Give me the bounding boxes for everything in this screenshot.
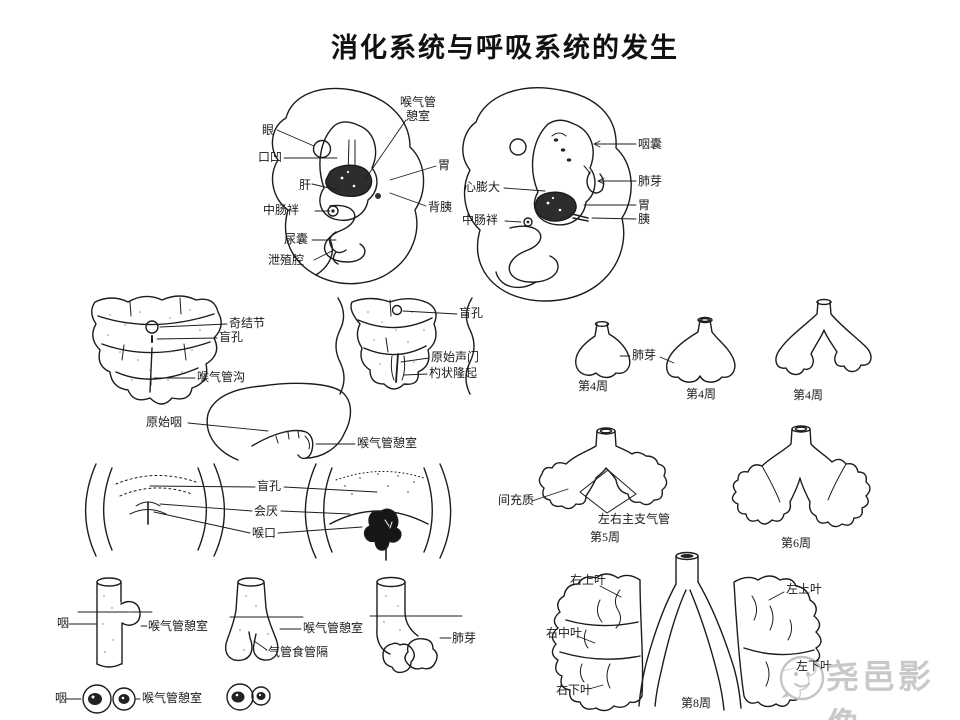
label-week4-c: 第4周 <box>793 388 824 402</box>
label-pharynx-tube1: 咽 <box>57 616 70 630</box>
label-midgut-loop-right: 中肠袢 <box>462 213 499 227</box>
label-right-upper-lobe: 右上叶 <box>570 573 607 587</box>
label-mesenchyme: 间充质 <box>498 493 535 507</box>
label-laryngeal-inlet: 喉口 <box>252 526 277 540</box>
label-week5: 第5周 <box>590 530 621 544</box>
label-lung-bud-tube3: 肺芽 <box>452 631 477 645</box>
embryo-left-drawing <box>272 88 436 283</box>
label-diverticulum-3: 喉气管憩室 <box>142 691 203 705</box>
label-cloaca: 泄殖腔 <box>268 253 305 267</box>
label-epiglottis: 会厌 <box>254 504 279 518</box>
tube-stages-drawing <box>66 578 462 714</box>
label-laryngotracheal-diverticulum-2: 憩室 <box>406 109 431 123</box>
label-stomach-right: 胃 <box>638 198 651 212</box>
label-pharynx-section: 咽 <box>55 691 68 705</box>
lung-stages-drawing <box>532 300 871 527</box>
label-foramen-cecum-c: 盲孔 <box>257 479 282 493</box>
label-right-lower-lobe: 右下叶 <box>556 683 593 697</box>
watermark-logo <box>781 657 823 699</box>
lung-lobes-drawing <box>552 553 821 711</box>
label-main-bronchi: 左右主支气管 <box>598 512 671 526</box>
label-stomodeum: 口凹 <box>258 150 283 164</box>
label-eye: 眼 <box>262 123 275 137</box>
label-stomach-left: 胃 <box>438 158 451 172</box>
larynx-sections-drawing <box>86 464 451 560</box>
label-week4-b: 第4周 <box>686 387 717 401</box>
label-laryngotracheal-groove: 喉气管沟 <box>197 370 246 384</box>
label-pancreas: 胰 <box>638 212 651 226</box>
label-primitive-pharynx: 原始咽 <box>146 415 183 429</box>
label-arytenoid-swelling: 杓状隆起 <box>429 366 478 380</box>
label-week4-a: 第4周 <box>578 379 609 393</box>
tongue-floor-drawing <box>92 296 227 404</box>
label-foramen-cecum-a: 盲孔 <box>219 330 244 344</box>
label-pharyngeal-pouch: 咽囊 <box>638 137 663 151</box>
glottis-view-drawing <box>336 298 474 394</box>
label-laryngotracheal-diverticulum-sac: 喉气管憩室 <box>357 436 418 450</box>
label-dorsal-pancreas: 背胰 <box>428 200 453 214</box>
label-heart-bulge: 心膨大 <box>464 180 501 194</box>
embryo-right-drawing <box>463 88 636 301</box>
label-allantois: 尿囊 <box>284 232 309 246</box>
label-week6: 第6周 <box>781 536 812 550</box>
pharynx-sac-drawing <box>188 383 355 460</box>
label-left-upper-lobe: 左上叶 <box>786 582 823 596</box>
label-liver: 肝 <box>299 178 312 192</box>
label-primitive-glottis: 原始声门 <box>431 350 480 364</box>
label-lung-bud-embryo: 肺芽 <box>638 174 663 188</box>
label-diverticulum-2: 喉气管憩室 <box>303 621 364 635</box>
label-left-lower-lobe: 左下叶 <box>796 659 833 673</box>
label-laryngotracheal-diverticulum-1: 喉气管 <box>400 95 437 109</box>
label-tracheoesophageal-septum: 气管食管隔 <box>268 645 329 659</box>
label-midgut-loop-left: 中肠袢 <box>263 203 300 217</box>
label-diverticulum-1: 喉气管憩室 <box>148 619 209 633</box>
watermark-text: 尧邑影像 <box>826 660 934 720</box>
label-week8: 第8周 <box>681 696 712 710</box>
label-right-middle-lobe: 右中叶 <box>546 626 583 640</box>
page-title: 消化系统与呼吸系统的发生 <box>331 33 679 63</box>
label-foramen-cecum-b: 盲孔 <box>459 306 484 320</box>
label-tuberculum-impar: 奇结节 <box>229 316 266 330</box>
label-lung-bud-stage: 肺芽 <box>632 348 657 362</box>
